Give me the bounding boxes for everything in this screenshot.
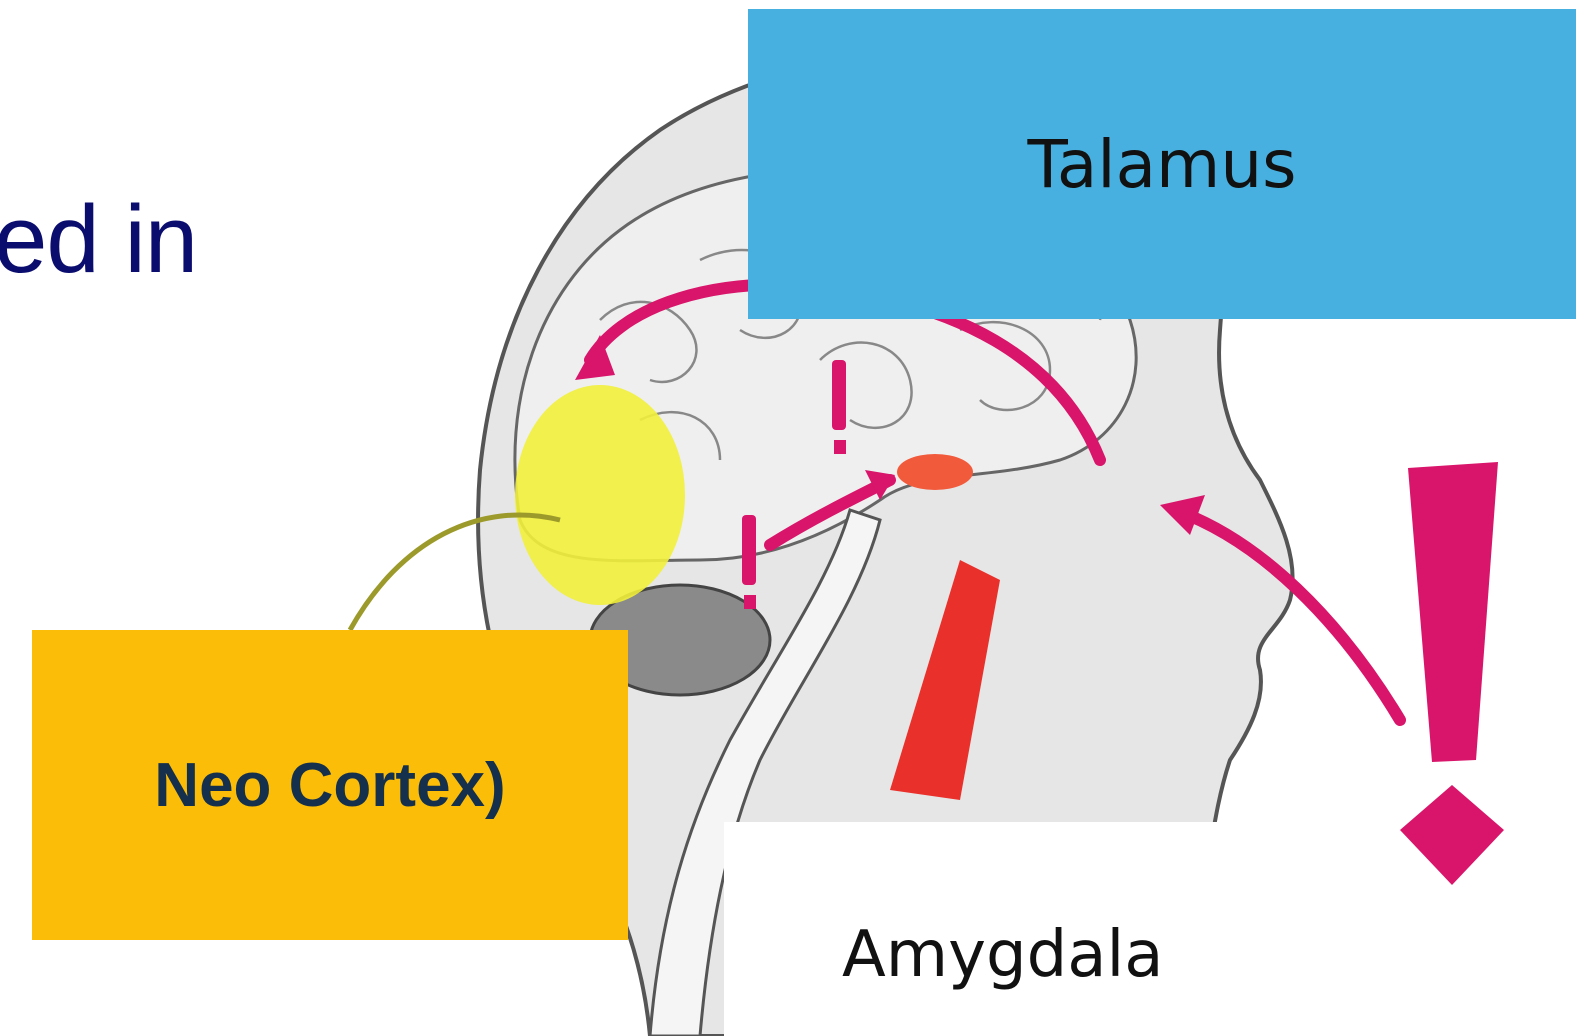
big-exclamation-icon (1400, 462, 1504, 885)
cortex-glow (515, 385, 685, 605)
amygdala-label: Amygdala (842, 918, 1163, 992)
talamus-label: Talamus (1027, 126, 1296, 203)
neo-cortex-label-box: Neo Cortex) (32, 630, 628, 940)
amygdala-label-box: Amygdala (724, 822, 1284, 1036)
amygdala-spot (897, 454, 973, 490)
talamus-label-box: Talamus (748, 9, 1576, 319)
neo-cortex-label: Neo Cortex) (154, 750, 505, 821)
